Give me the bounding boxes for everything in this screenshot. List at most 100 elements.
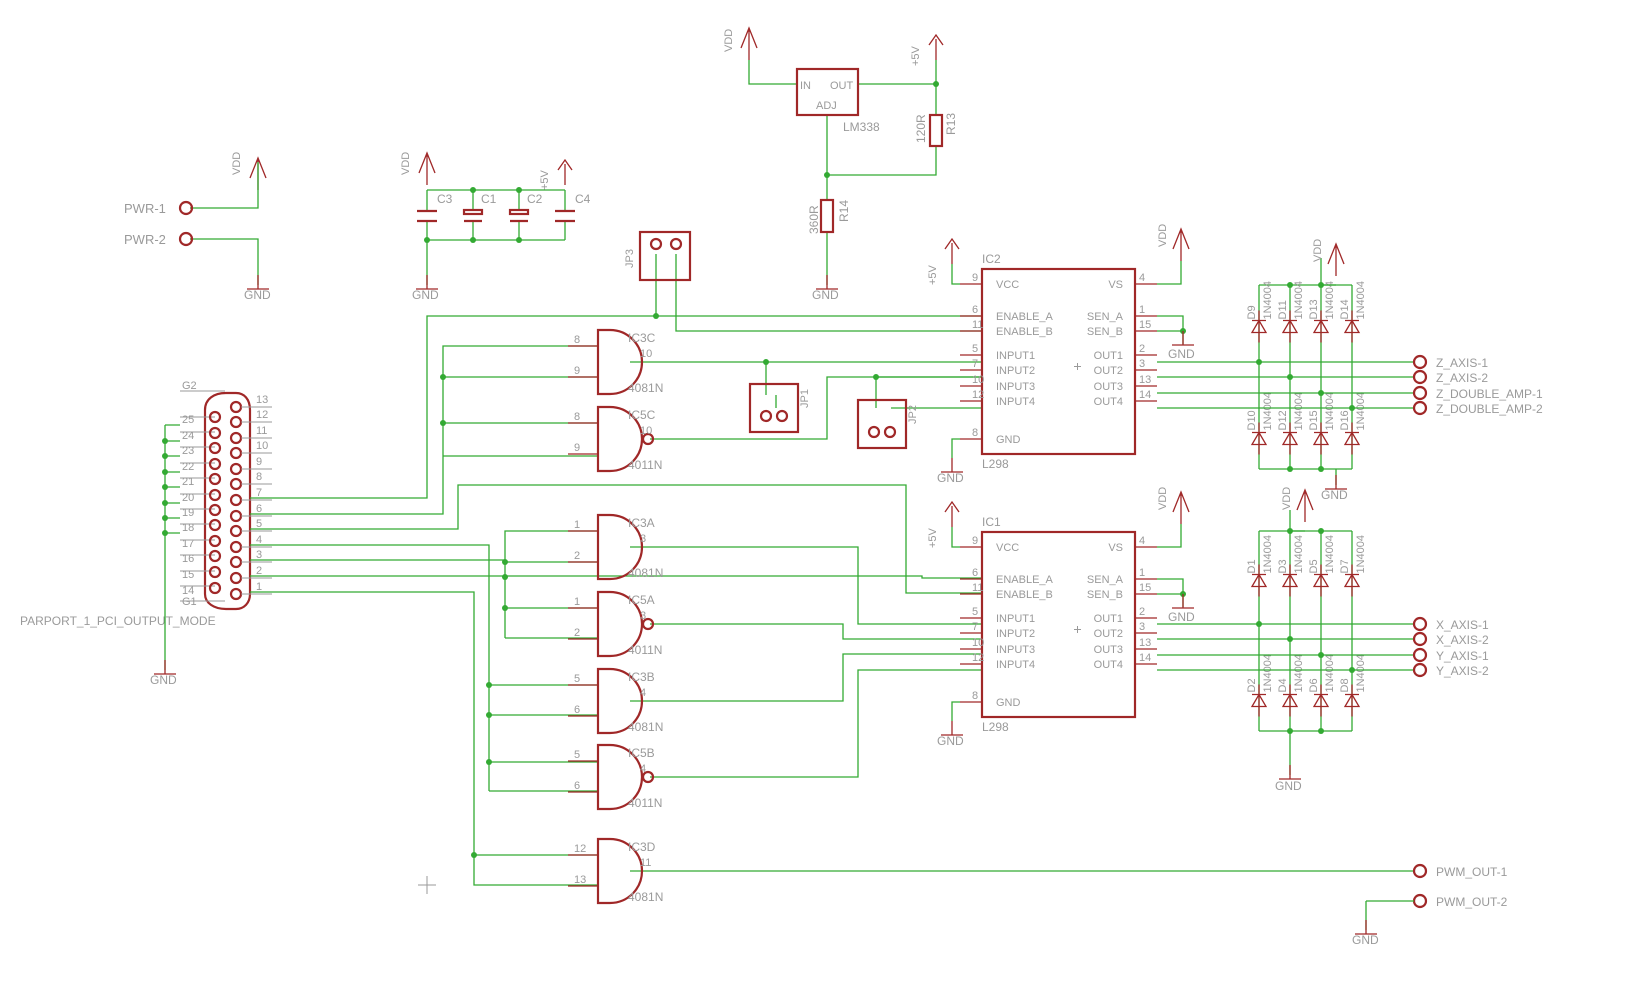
jumper-jp3[interactable]: JP3 xyxy=(624,230,692,282)
connector-pin-label: 19 xyxy=(182,507,194,519)
driver-pin-num: 2 xyxy=(1139,606,1145,618)
output-terminal-pwm2[interactable] xyxy=(1412,893,1428,909)
output-terminal-z1[interactable] xyxy=(1412,354,1428,370)
r14-value: 360R xyxy=(807,205,821,234)
diode-part: 1N4004 xyxy=(1293,535,1305,574)
driver-pin-num: 3 xyxy=(1139,358,1145,370)
connector-pin-label: 2 xyxy=(256,565,262,577)
diode-part: 1N4004 xyxy=(1324,654,1336,693)
diode-part: 1N4004 xyxy=(1262,281,1274,320)
r13-value: 120R xyxy=(914,114,928,143)
connector-pin xyxy=(229,493,243,507)
connector-pin xyxy=(229,571,243,585)
driver-pin-name: OUT2 xyxy=(1094,628,1123,640)
diode-part: 1N4004 xyxy=(1293,392,1305,431)
driver-pin-name: OUT4 xyxy=(1094,659,1123,671)
resistor-r13[interactable] xyxy=(928,113,944,148)
connector-pin-label: 18 xyxy=(182,522,194,534)
driver-pin-name: OUT1 xyxy=(1094,613,1123,625)
diode-label: D8 xyxy=(1339,678,1351,692)
driver-pin-num: 9 xyxy=(972,272,978,284)
connector-pin-label: 23 xyxy=(182,445,194,457)
pwr2-label: PWR-2 xyxy=(124,232,166,247)
output-terminal-zd1[interactable] xyxy=(1412,385,1428,401)
diode-label: D14 xyxy=(1339,299,1351,319)
diode-part: 1N4004 xyxy=(1355,535,1367,574)
driver-pin-num: 14 xyxy=(1139,389,1151,401)
gnd-label-diode: GND xyxy=(1321,488,1348,502)
connector-pin xyxy=(229,446,243,460)
connector-pin-label: 20 xyxy=(182,492,194,504)
output-terminal-zd2[interactable] xyxy=(1412,400,1428,416)
jp3-label: JP3 xyxy=(624,249,636,268)
connector-pin xyxy=(208,534,222,548)
p5v-label-reg: +5V xyxy=(910,45,922,66)
driver-pin-num: 6 xyxy=(972,304,978,316)
parport-connector[interactable]: G2 G1 PARPORT_1_PCI_OUTPUT_MODE 25242322… xyxy=(20,380,272,628)
vdd-label-driver: VDD xyxy=(1157,224,1169,247)
output-terminal-y2[interactable] xyxy=(1412,662,1428,678)
gate-pin-out: 3 xyxy=(640,610,646,622)
connector-pin xyxy=(208,472,222,486)
connector-pin xyxy=(229,431,243,445)
lm338-body[interactable] xyxy=(795,67,860,117)
diode-label: D13 xyxy=(1308,299,1320,319)
gate-pin-b: 6 xyxy=(574,704,580,716)
driver-pin-name: VCC xyxy=(996,542,1019,554)
driver-pin-num: 12 xyxy=(972,652,984,664)
driver-ic1[interactable]: IC1L2989VCC6ENABLE_A11ENABLE_B5INPUT17IN… xyxy=(927,487,1195,748)
gate-pin-b: 6 xyxy=(574,780,580,792)
cap-c3[interactable] xyxy=(415,209,439,223)
driver-pin-num: 8 xyxy=(972,690,978,702)
connector-pin xyxy=(229,415,243,429)
gnd-label-sen: GND xyxy=(1168,347,1195,361)
output-terminal-z2[interactable] xyxy=(1412,369,1428,385)
diode-part: 1N4004 xyxy=(1324,392,1336,431)
junctions xyxy=(440,313,879,858)
jp1-label: JP1 xyxy=(799,389,811,408)
gate-pin-out: 3 xyxy=(640,533,646,545)
r14-label: R14 xyxy=(837,200,851,222)
gate-pin-a: 5 xyxy=(574,749,580,761)
gnd-label-caps: GND xyxy=(412,288,439,302)
jumper-jp1[interactable]: JP1 xyxy=(748,382,811,434)
jumper-jp2[interactable]: JP2 xyxy=(856,398,919,450)
driver-pin-name: INPUT4 xyxy=(996,396,1035,408)
output-terminal-y1[interactable] xyxy=(1412,647,1428,663)
gate-pin-b: 9 xyxy=(574,442,580,454)
driver-pin-name: SEN_A xyxy=(1087,574,1124,586)
diode-part: 1N4004 xyxy=(1355,392,1367,431)
connector-pin-label: 1 xyxy=(256,581,262,593)
connector-pin xyxy=(208,426,222,440)
gate-pin-b: 2 xyxy=(574,550,580,562)
connector-pin-label: 9 xyxy=(256,456,262,468)
diode-label: D7 xyxy=(1339,559,1351,573)
gnd-label-diode2: GND xyxy=(1275,779,1302,793)
driver-pin-num: 15 xyxy=(1139,582,1151,594)
connector-pin-label: 21 xyxy=(182,476,194,488)
output-terminal-x2[interactable] xyxy=(1412,631,1428,647)
connector-pin xyxy=(208,410,222,424)
driver-pin-name: OUT4 xyxy=(1094,396,1123,408)
resistor-r14[interactable] xyxy=(819,198,835,234)
connector-pin xyxy=(229,462,243,476)
connector-pin-label: 3 xyxy=(256,549,262,561)
output-label: PWM_OUT-2 xyxy=(1436,895,1508,909)
output-terminal-x1[interactable] xyxy=(1412,616,1428,632)
diode-part: 1N4004 xyxy=(1355,654,1367,693)
driver-ic2[interactable]: IC2L2989VCC6ENABLE_A11ENABLE_B5INPUT17IN… xyxy=(927,224,1195,485)
output-terminal-pwm1[interactable] xyxy=(1412,863,1428,879)
cap-c1[interactable] xyxy=(462,208,484,223)
driver-pin-num: 5 xyxy=(972,343,978,355)
connector-pin-label: 6 xyxy=(256,503,262,515)
cap-c4[interactable] xyxy=(553,209,577,223)
cap-c2[interactable] xyxy=(508,208,530,223)
vdd-label-reg: VDD xyxy=(723,29,735,52)
